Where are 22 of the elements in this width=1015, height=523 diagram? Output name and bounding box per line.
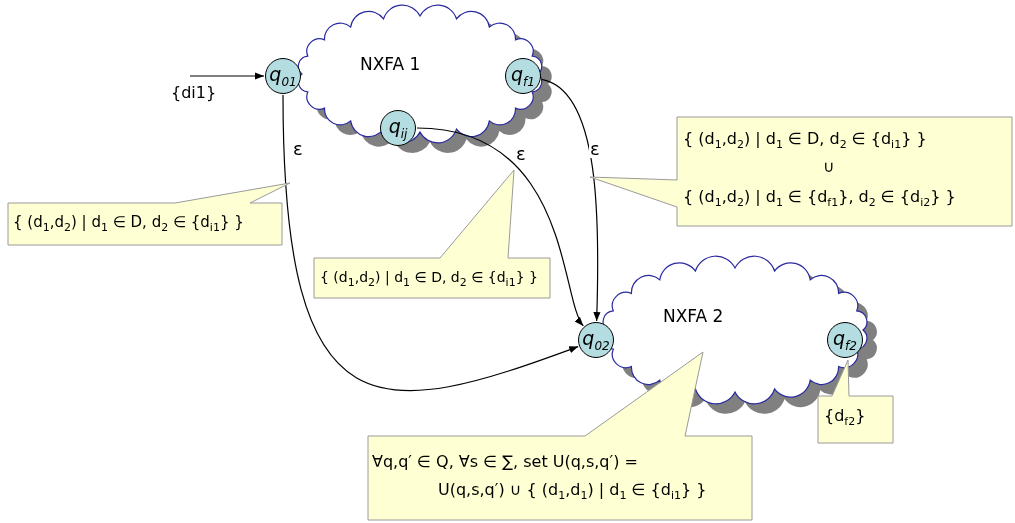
- formula-text: { (d$_{1}$,d$_{2}$) | d$_{1}$ ∈ {d$_{f1}$}, d$_{2}$ ∈ {d$_{i2}$} }: [683, 187, 956, 210]
- formula-text: { (d$_{1}$,d$_{2}$) | d$_{1}$ ∈ D, d$_{2}$ ∈ {d$_{i1}$} }: [13, 213, 244, 235]
- input-label: {di1}: [171, 83, 217, 102]
- formula-text: { (d$_{1}$,d$_{2}$) | d$_{1}$ ∈ D, d$_{2}$ ∈ {d$_{i1}$} }: [320, 269, 538, 289]
- formula-text: U(q,s,q′) ∪ { (d$_{1}$,d$_{1}$) | d$_{1}$ ∈ {d$_{i1}$} }: [438, 480, 707, 503]
- formula-text: ∀q,q′ ∈ Q, ∀s ∈ ∑, set U(q,s,q′) =: [372, 452, 638, 472]
- state-label: q$_{f2}$: [833, 328, 857, 352]
- state-circle: [578, 322, 614, 358]
- cloud-label: NXFA 1: [360, 54, 421, 74]
- state-label: q$_{ij}$: [388, 116, 408, 140]
- state-circle: [265, 58, 301, 94]
- state-label: q$_{02}$: [582, 328, 610, 352]
- arrow: [282, 94, 579, 392]
- cloud-label: NXFA 2: [663, 306, 724, 326]
- state-label: q$_{f1}$: [511, 64, 535, 88]
- formula-text: { (d$_{1}$,d$_{2}$) | d$_{1}$ ∈ D, d$_{2}$ ∈ {d$_{i1}$} }: [683, 129, 927, 152]
- state-label: q$_{01}$: [269, 64, 297, 88]
- formula-text: {d$_{f2}$}: [824, 406, 866, 429]
- formula-text: ∪: [823, 157, 835, 177]
- arrow: [189, 72, 265, 80]
- arrow: [416, 127, 584, 327]
- arrow: [541, 78, 601, 322]
